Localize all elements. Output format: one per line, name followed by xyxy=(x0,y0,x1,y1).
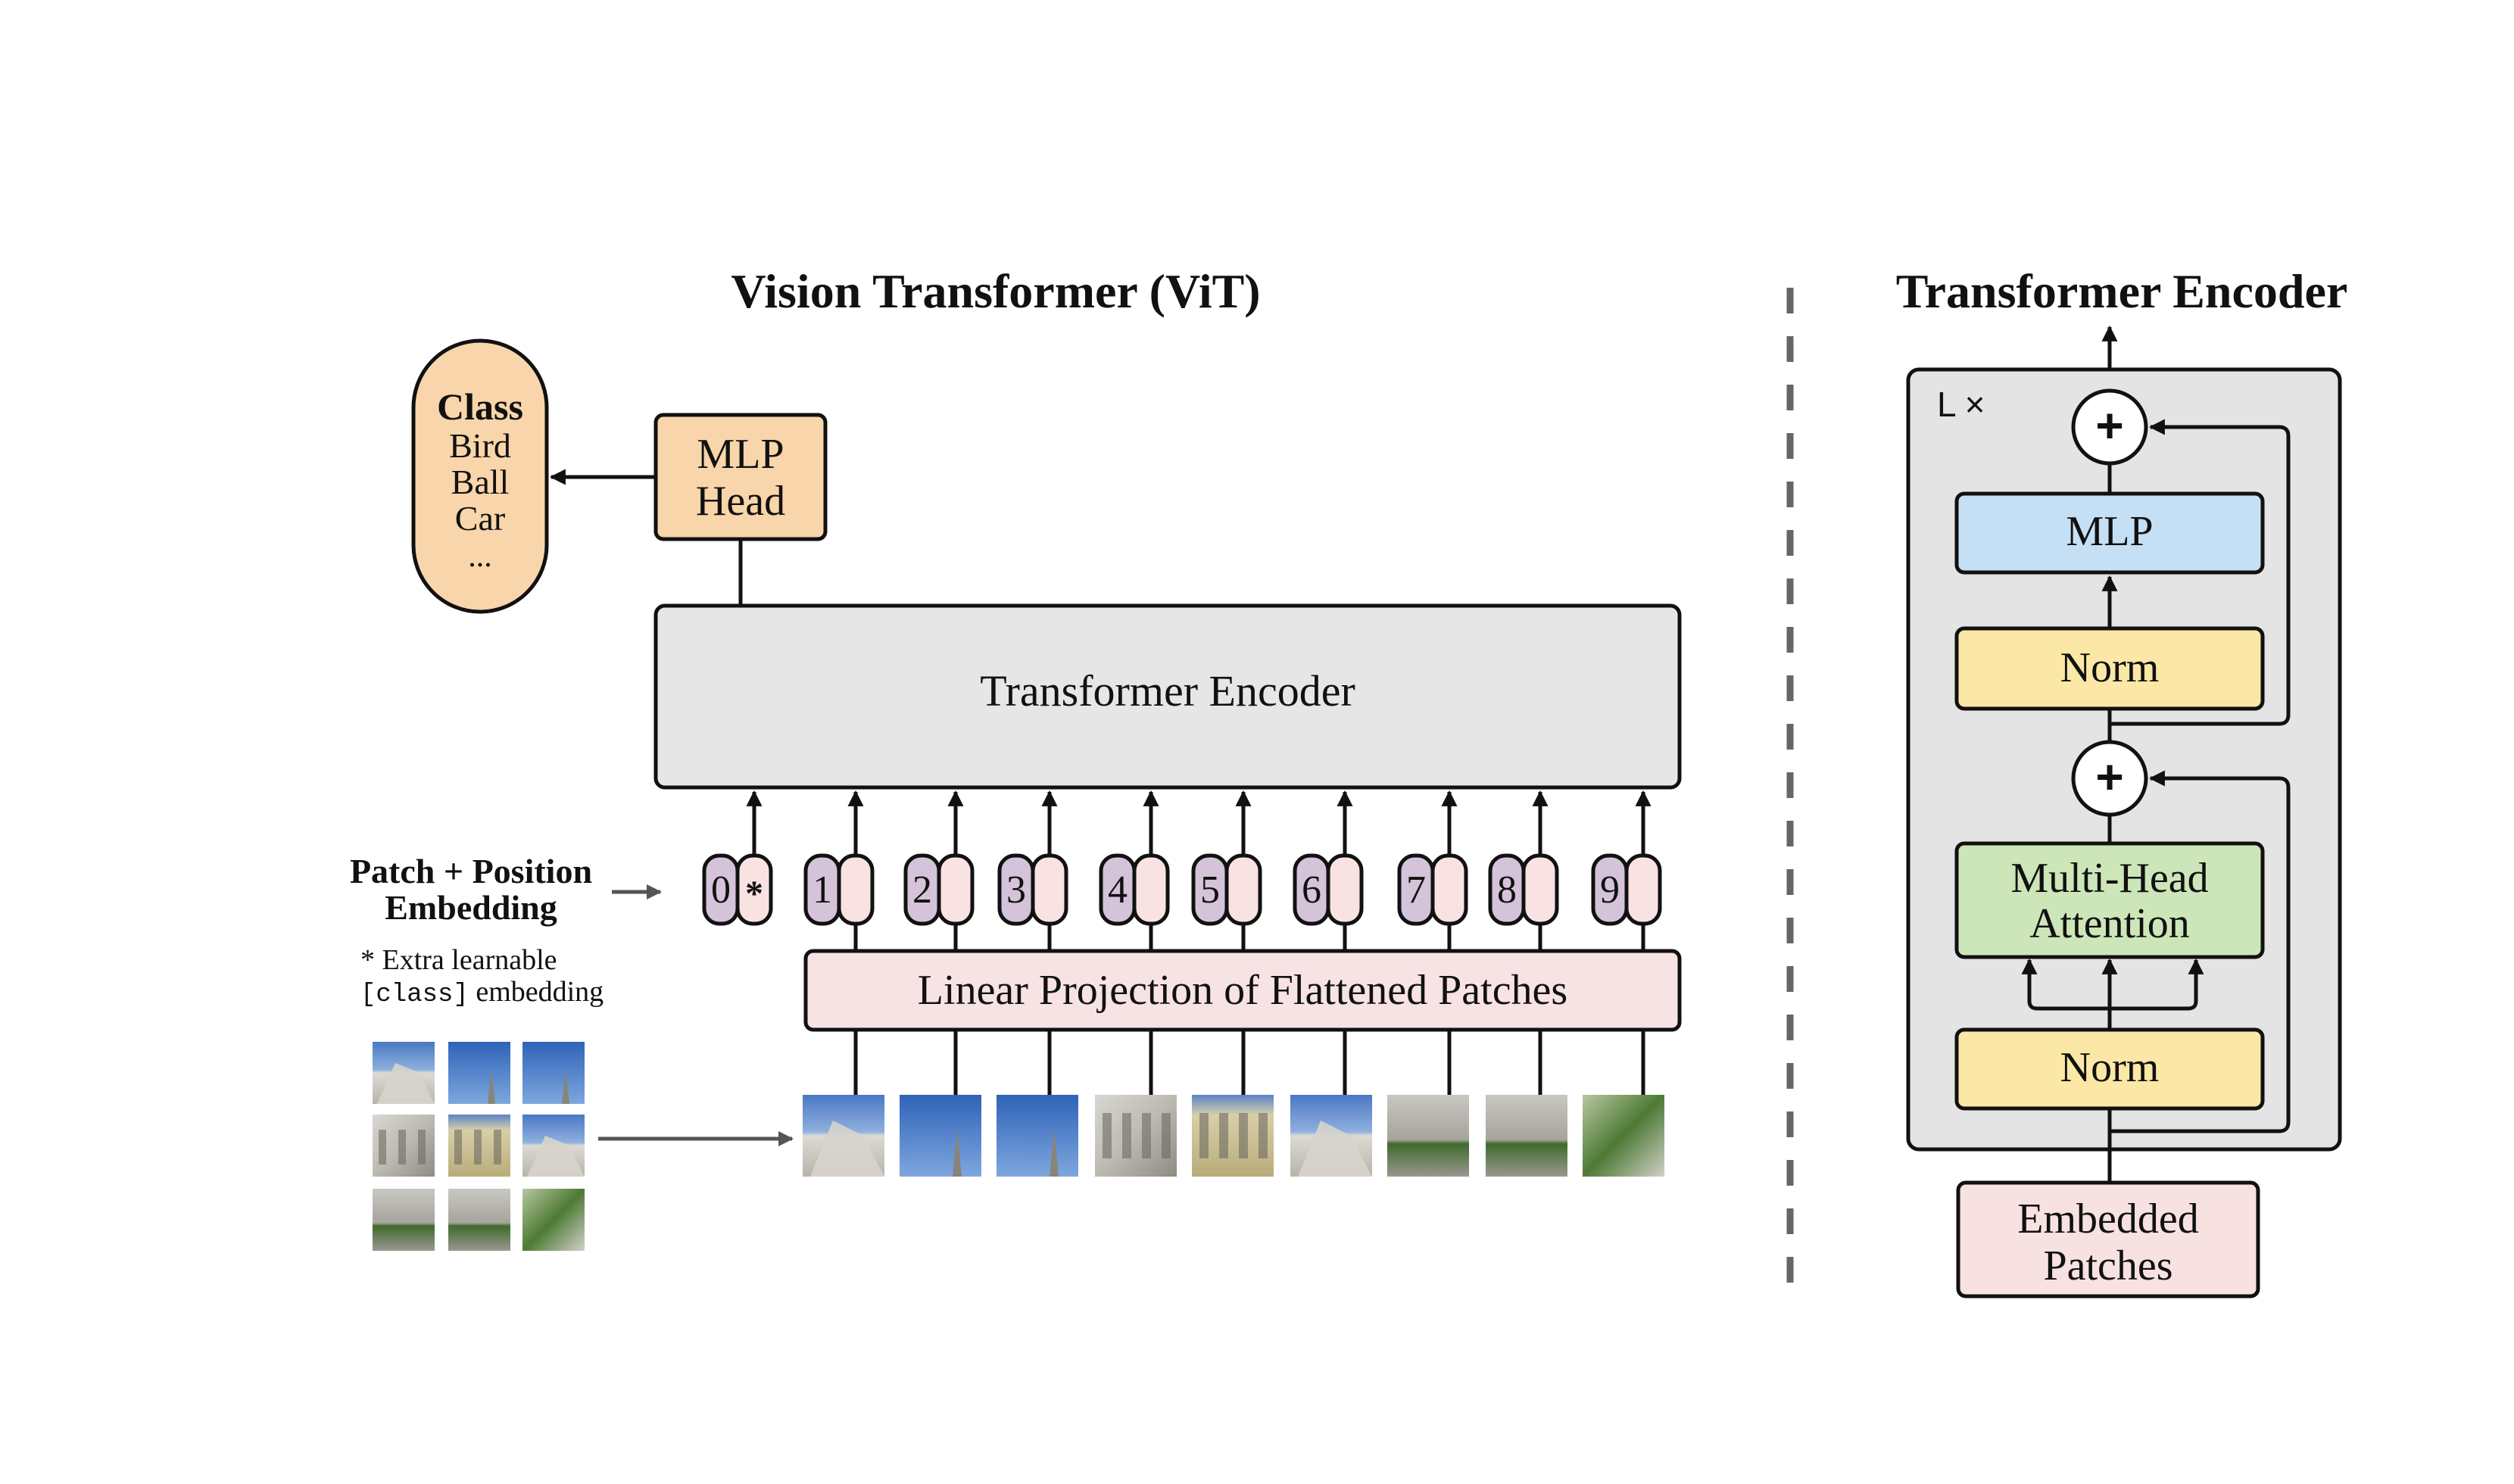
grid-patch-2 xyxy=(448,1042,510,1104)
token-2: 2 xyxy=(903,790,975,951)
position-label-0: 0 xyxy=(711,868,731,912)
grid-patch-1 xyxy=(373,1042,435,1104)
embedded-patches-line1: Embedded xyxy=(2017,1196,2198,1242)
embedded-patches-box: Embedded Patches xyxy=(1956,1180,2260,1298)
encoder-mha-line2: Attention xyxy=(2029,900,2190,947)
transformer-encoder-box: Transformer Encoder xyxy=(653,603,1682,790)
token-5: 5 xyxy=(1191,790,1262,951)
position-label-5: 5 xyxy=(1200,868,1220,912)
token-9: 9 xyxy=(1591,790,1662,951)
encoder-detail-title: Transformer Encoder xyxy=(1896,264,2348,318)
patch-embedding-4 xyxy=(1132,853,1170,926)
encoder-mlp-box: MLP xyxy=(1954,491,2265,575)
grid-patch-9 xyxy=(522,1189,585,1251)
embedded-patches-line2: Patches xyxy=(2043,1242,2172,1289)
class-embedding-note: [class] embedding xyxy=(360,976,604,1009)
mha-input-split xyxy=(2027,977,2198,1011)
residual-skip-bottom xyxy=(2110,770,2291,1133)
flattened-patches-row xyxy=(803,1030,1664,1177)
flattened-patch-5 xyxy=(1192,1030,1274,1177)
position-label-8: 8 xyxy=(1497,868,1517,912)
class-item-ellipsis: ... xyxy=(468,539,492,574)
encoder-mha-box: Multi-Head Attention xyxy=(1954,841,2265,959)
encoder-norm-top-label: Norm xyxy=(2060,644,2160,691)
flattened-patch-3 xyxy=(997,1030,1078,1177)
transformer-encoder-label: Transformer Encoder xyxy=(980,666,1355,716)
plus-bottom-symbol: + xyxy=(2095,750,2123,804)
patch-embedding-8 xyxy=(1521,853,1559,926)
encoder-norm-bottom-box: Norm xyxy=(1954,1027,2265,1111)
patch-embedding-6 xyxy=(1326,853,1364,926)
repeat-label: L × xyxy=(1937,385,1985,424)
encoder-mlp-label: MLP xyxy=(2066,508,2153,555)
grid-patch-8 xyxy=(448,1189,510,1251)
plus-top-symbol: + xyxy=(2095,398,2123,453)
grid-patch-5 xyxy=(448,1115,510,1177)
encoder-norm-top-box: Norm xyxy=(1954,626,2265,711)
residual-add-bottom: + xyxy=(2071,740,2148,817)
token-1: 1 xyxy=(803,790,875,951)
position-label-9: 9 xyxy=(1600,868,1620,912)
patch-embedding-label-line1: Patch + Position xyxy=(350,852,592,890)
flattened-patch-1 xyxy=(803,1030,884,1177)
patch-embedding-label-line2: Embedding xyxy=(385,888,557,927)
flattened-patch-6 xyxy=(1290,1030,1372,1177)
class-box: Class Bird Ball Car ... xyxy=(411,338,549,614)
linear-projection-box: Linear Projection of Flattened Patches xyxy=(803,949,1682,1032)
flattened-patch-4 xyxy=(1095,1030,1177,1177)
residual-skip-top xyxy=(2110,419,2291,726)
class-item-bird: Bird xyxy=(449,426,511,465)
position-label-7: 7 xyxy=(1406,868,1426,912)
input-image-grid xyxy=(373,1042,585,1251)
position-label-4: 4 xyxy=(1108,868,1128,912)
token-0: 0* xyxy=(702,790,773,926)
position-label-2: 2 xyxy=(912,868,932,912)
flattened-patch-9 xyxy=(1583,1030,1664,1177)
grid-patch-6 xyxy=(522,1115,585,1177)
token-4: 4 xyxy=(1099,790,1170,951)
class-heading: Class xyxy=(437,385,523,428)
token-7: 7 xyxy=(1397,790,1468,951)
position-label-1: 1 xyxy=(813,868,832,912)
class-token-star: * xyxy=(745,874,763,914)
grid-patch-7 xyxy=(373,1189,435,1251)
patch-embedding-3 xyxy=(1031,853,1068,926)
patch-embedding-1 xyxy=(837,853,875,926)
class-item-car: Car xyxy=(455,499,505,538)
extra-learnable-note: * Extra learnable xyxy=(360,944,557,976)
flattened-patch-2 xyxy=(900,1030,981,1177)
encoder-mha-line1: Multi-Head xyxy=(2010,855,2208,902)
patch-embedding-2 xyxy=(937,853,975,926)
position-label-6: 6 xyxy=(1302,868,1321,912)
token-6: 6 xyxy=(1293,790,1364,951)
grid-patch-3 xyxy=(522,1042,585,1104)
residual-add-top: + xyxy=(2071,388,2148,466)
token-8: 8 xyxy=(1488,790,1559,951)
patch-embedding-9 xyxy=(1624,853,1662,926)
mlp-head-line2: Head xyxy=(696,478,785,525)
mlp-head: MLP Head xyxy=(653,413,828,541)
position-label-3: 3 xyxy=(1006,868,1026,912)
flattened-patch-7 xyxy=(1387,1030,1469,1177)
patch-embedding-5 xyxy=(1224,853,1262,926)
patch-embedding-7 xyxy=(1430,853,1468,926)
linear-projection-label: Linear Projection of Flattened Patches xyxy=(918,967,1567,1014)
mlp-head-line1: MLP xyxy=(697,431,784,478)
encoder-norm-bottom-label: Norm xyxy=(2060,1044,2160,1091)
flattened-patch-8 xyxy=(1486,1030,1567,1177)
vit-title: Vision Transformer (ViT) xyxy=(731,264,1260,318)
grid-patch-4 xyxy=(373,1115,435,1177)
token-3: 3 xyxy=(997,790,1068,951)
class-item-ball: Ball xyxy=(451,463,510,501)
